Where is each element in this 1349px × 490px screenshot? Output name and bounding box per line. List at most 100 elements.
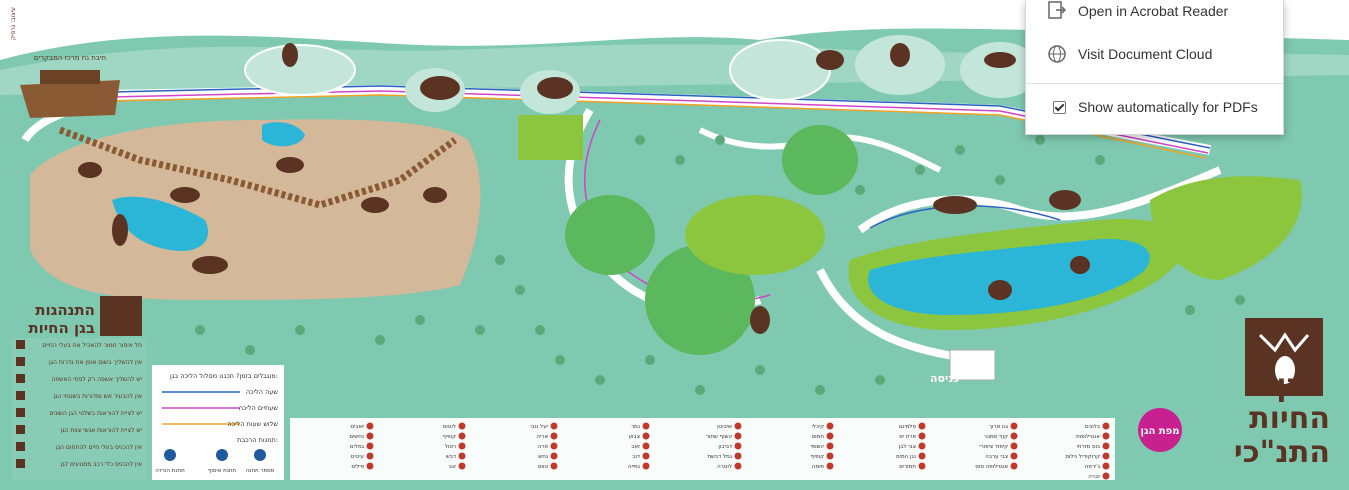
legend-entry: נגן המים — [896, 454, 916, 460]
legend-entry: לוטרה — [717, 463, 732, 470]
legend-entry: קרוקודיל נילוס — [1065, 453, 1100, 460]
legend-entry: קופיף — [810, 454, 824, 460]
menu-separator — [1026, 83, 1283, 84]
legend-entry: זאב — [631, 444, 640, 450]
legend-entry: לוטוס — [443, 423, 456, 430]
legend-entry: קיכלי — [812, 423, 824, 430]
route-3h: שלוש שעות הליכה — [227, 420, 278, 428]
legend-entry: רטול — [445, 443, 456, 450]
show-automatically-checkbox[interactable] — [1053, 100, 1066, 114]
rule-item: חל איסור חמור להאכיל את בעלי החיים — [42, 342, 142, 349]
legend-entry: דבש — [446, 454, 456, 460]
legend-entry: בלוגים — [1085, 423, 1100, 430]
legend-entry: גמל דבשת — [707, 453, 732, 460]
route-2h: שעתיים הליכה — [239, 404, 279, 412]
rules-title-1: התנהגות — [35, 301, 95, 319]
station-pickup: תחנת איסוף — [208, 468, 237, 474]
map-title-1: גן — [1276, 368, 1300, 403]
legend-number-dot — [1102, 422, 1110, 430]
rules-list: חל איסור חמור להאכיל את בעלי החיים אין לה… — [16, 340, 142, 468]
open-in-acrobat-label: Open in Acrobat Reader — [1078, 3, 1229, 19]
rule-icon — [16, 340, 25, 349]
open-in-acrobat-item[interactable]: Open in Acrobat Reader — [1026, 0, 1283, 26]
legend-entry: פומה — [812, 464, 825, 470]
station-number: מספר תחנה — [246, 468, 275, 474]
legend-entry: קופיף — [442, 434, 456, 440]
map-title-2: החיות — [1249, 401, 1330, 436]
map-title-3: התנ"כי — [1234, 435, 1330, 470]
legend-number-dot — [550, 462, 558, 470]
legend-number-dot — [458, 422, 466, 430]
legend-entry: זאבים — [350, 424, 364, 430]
legend-number-dot — [550, 422, 558, 430]
legend-number-dot — [458, 442, 466, 450]
acrobat-extension-menu: Open in Acrobat Reader Visit Document Cl… — [1025, 0, 1284, 135]
legend-number-dot — [642, 442, 650, 450]
rule-icon — [16, 459, 25, 468]
legend-entry: זנב — [449, 464, 456, 470]
legend-number-dot — [366, 462, 374, 470]
rule-icon — [16, 425, 25, 434]
legend-number-dot — [642, 432, 650, 440]
legend-number-dot — [734, 442, 742, 450]
legend-number-dot — [458, 462, 466, 470]
legend-entry: צבי לבן — [899, 443, 916, 450]
route-box-title: מוגבלים בזמן? תכננו מסלול הליכה בגן: — [170, 372, 278, 380]
rule-item: אין להבעיר אש ומדורות בשטחי הגן — [53, 393, 142, 400]
legend-entry: צבי ערבה — [985, 454, 1008, 460]
legend-number-dot — [550, 452, 558, 460]
legend-number-dot — [366, 422, 374, 430]
signature: עיצוב: גרפיק — [10, 7, 17, 40]
legend-entry: ג'ירפה — [1085, 464, 1101, 470]
legend-number-dot — [366, 432, 374, 440]
legend-number-dot — [918, 432, 926, 440]
legend-entry: דוב — [632, 454, 640, 460]
stations-title: תחנות הרכבת: — [237, 436, 278, 444]
legend-number-dot — [918, 442, 926, 450]
rule-icon — [16, 408, 25, 417]
legend-number-dot — [734, 452, 742, 460]
rule-item: אין להכניס כלי רכב ממונעים לגן — [61, 461, 142, 468]
legend-number-dot — [1010, 462, 1018, 470]
acrobat-open-icon — [1048, 1, 1067, 19]
legend-entry: אנטילופה סוס — [975, 463, 1008, 470]
globe-icon — [1048, 45, 1066, 63]
legend-entry: יעל נובי — [530, 423, 548, 430]
legend-number-dot — [826, 442, 834, 450]
entrance-label: כניסה — [930, 372, 960, 385]
animals — [78, 43, 1090, 334]
legend-number-dot — [826, 462, 834, 470]
rule-item: אין להכניס בעלי חיים להתחום הגן — [56, 444, 142, 451]
legend-number-dot — [1010, 432, 1018, 440]
rule-icon — [16, 391, 25, 400]
rule-icon — [16, 357, 25, 366]
legend-number-dot — [826, 452, 834, 460]
legend-number-dot — [1102, 472, 1110, 480]
visit-document-cloud-label: Visit Document Cloud — [1078, 46, 1213, 62]
visit-document-cloud-item[interactable]: Visit Document Cloud — [1026, 39, 1283, 69]
legend-entry: דביבון — [718, 444, 732, 450]
legend-entry: גנו ארוך — [989, 424, 1009, 430]
legend-number-dot — [642, 462, 650, 470]
rule-item: אין להשליך בשום אופן את גדרות הגן — [49, 359, 142, 366]
legend-entry: נמר — [631, 424, 640, 430]
map-badge-label: מפת הגן — [1141, 426, 1180, 437]
legend-entry: אריה — [536, 434, 548, 440]
legend-number-dot — [918, 452, 926, 460]
legend-entry: קיפוד ציפורי — [979, 444, 1008, 450]
station-dropoff: תחנת הורדה — [155, 468, 185, 474]
rule-icon — [16, 442, 25, 451]
zoo-logo — [1245, 318, 1323, 396]
legend-number-dot — [550, 442, 558, 450]
rules-title-2: בגן החיות — [28, 319, 95, 337]
legend-number-dot — [1102, 462, 1110, 470]
legend-entry: צבוע — [629, 434, 640, 440]
legend-entry: נמייה — [628, 464, 640, 470]
legend-entry: זברה — [1088, 474, 1100, 480]
show-automatically-item[interactable]: Show automatically for PDFs — [1026, 92, 1283, 122]
legend-entry: פלמינגו — [899, 423, 917, 430]
show-automatically-label: Show automatically for PDFs — [1078, 99, 1258, 115]
legend-number-dot — [826, 432, 834, 440]
trees — [195, 125, 1245, 395]
